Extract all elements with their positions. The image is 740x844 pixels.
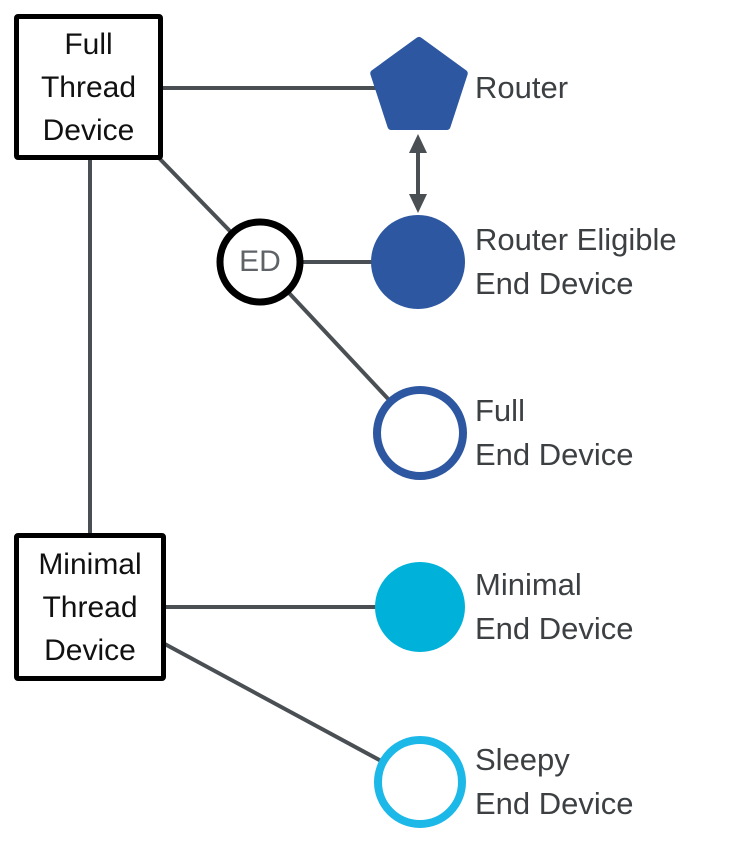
bidirectional-arrow (409, 134, 427, 213)
full-thread-device-box: Full Thread Device (14, 14, 163, 160)
arrow-head-down-icon (409, 194, 427, 213)
router-pentagon-icon (370, 37, 468, 130)
sleepy-end-device-circle (374, 736, 466, 828)
router-eligible-end-device-circle (371, 215, 465, 309)
arrow-head-up-icon (409, 134, 427, 153)
full-end-device-label: Full End Device (475, 393, 634, 472)
link-mtd-sed (149, 634, 421, 784)
full-end-device-circle (373, 386, 467, 480)
router-label: Router (475, 70, 569, 105)
ed-circle (216, 218, 304, 306)
ed-badge-label: ED (239, 245, 281, 278)
minimal-end-device-circle (375, 562, 465, 652)
minimal-thread-device-box: Minimal Thread Device (14, 533, 166, 681)
router-eligible-end-device-label: Router Eligible End Device (475, 222, 677, 301)
minimal-end-device-label: Minimal End Device (475, 567, 634, 646)
sleepy-end-device-label: Sleepy End Device (475, 742, 634, 821)
